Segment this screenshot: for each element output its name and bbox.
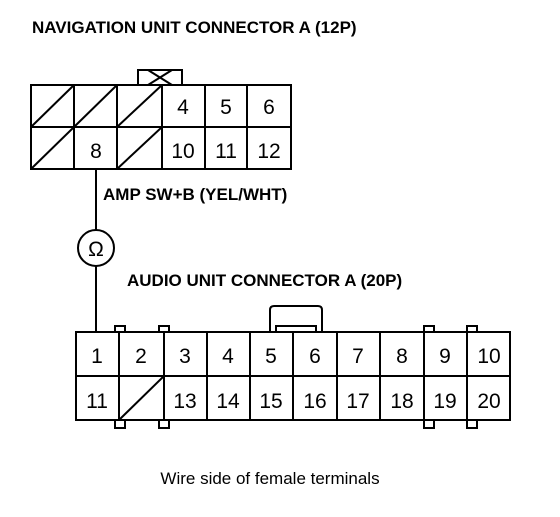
audio-pin-7: 7	[352, 345, 364, 368]
nav-pin-10: 10	[171, 140, 194, 163]
audio-connector-title: AUDIO UNIT CONNECTOR A (20P)	[127, 271, 402, 290]
ohmmeter-icon: Ω	[77, 229, 115, 267]
audio-pin-16: 16	[303, 390, 326, 413]
ohm-symbol: Ω	[88, 238, 104, 261]
audio-pin-9: 9	[439, 345, 451, 368]
audio-pin-14: 14	[216, 390, 240, 413]
audio-pin-2: 2	[135, 345, 147, 368]
audio-pin-5: 5	[265, 345, 277, 368]
diagram-caption: Wire side of female terminals	[160, 469, 379, 488]
audio-lock-tab-inner	[275, 325, 317, 332]
audio-pin-17: 17	[346, 390, 369, 413]
nav-connector-title: NAVIGATION UNIT CONNECTOR A (12P)	[32, 18, 357, 37]
audio-pin-6: 6	[309, 345, 321, 368]
audio-pin-15: 15	[259, 390, 282, 413]
audio-pin-19: 19	[433, 390, 456, 413]
audio-connector-body	[75, 331, 511, 421]
audio-pin-11: 11	[86, 390, 108, 413]
audio-pin-labels-row2: 11 13 14 15 16 17 18 19 20	[86, 390, 501, 413]
nav-pin-labels: 4 5 6 8 10 11 12	[90, 96, 281, 163]
audio-pin-20: 20	[477, 390, 500, 413]
audio-connector-lock-tab	[269, 305, 323, 332]
nav-connector-body	[30, 84, 292, 170]
audio-pin-labels-row1: 1 2 3 4 5 6 7 8 9 10	[91, 345, 501, 368]
nav-pin-4: 4	[177, 96, 189, 119]
nav-pin-8: 8	[90, 140, 102, 163]
nav-pin-11: 11	[215, 140, 237, 163]
nav-connector-lock-tab	[137, 69, 183, 86]
nav-pin-6: 6	[263, 96, 275, 119]
audio-pin-13: 13	[173, 390, 196, 413]
audio-pin-1: 1	[91, 345, 103, 368]
audio-pin-10: 10	[477, 345, 500, 368]
wire-label: AMP SW+B (YEL/WHT)	[103, 185, 287, 204]
audio-pin-18: 18	[390, 390, 413, 413]
nav-pin-12: 12	[257, 140, 280, 163]
audio-pin-4: 4	[222, 345, 234, 368]
audio-pin-8: 8	[396, 345, 408, 368]
audio-pin-3: 3	[179, 345, 191, 368]
nav-pin-5: 5	[220, 96, 232, 119]
